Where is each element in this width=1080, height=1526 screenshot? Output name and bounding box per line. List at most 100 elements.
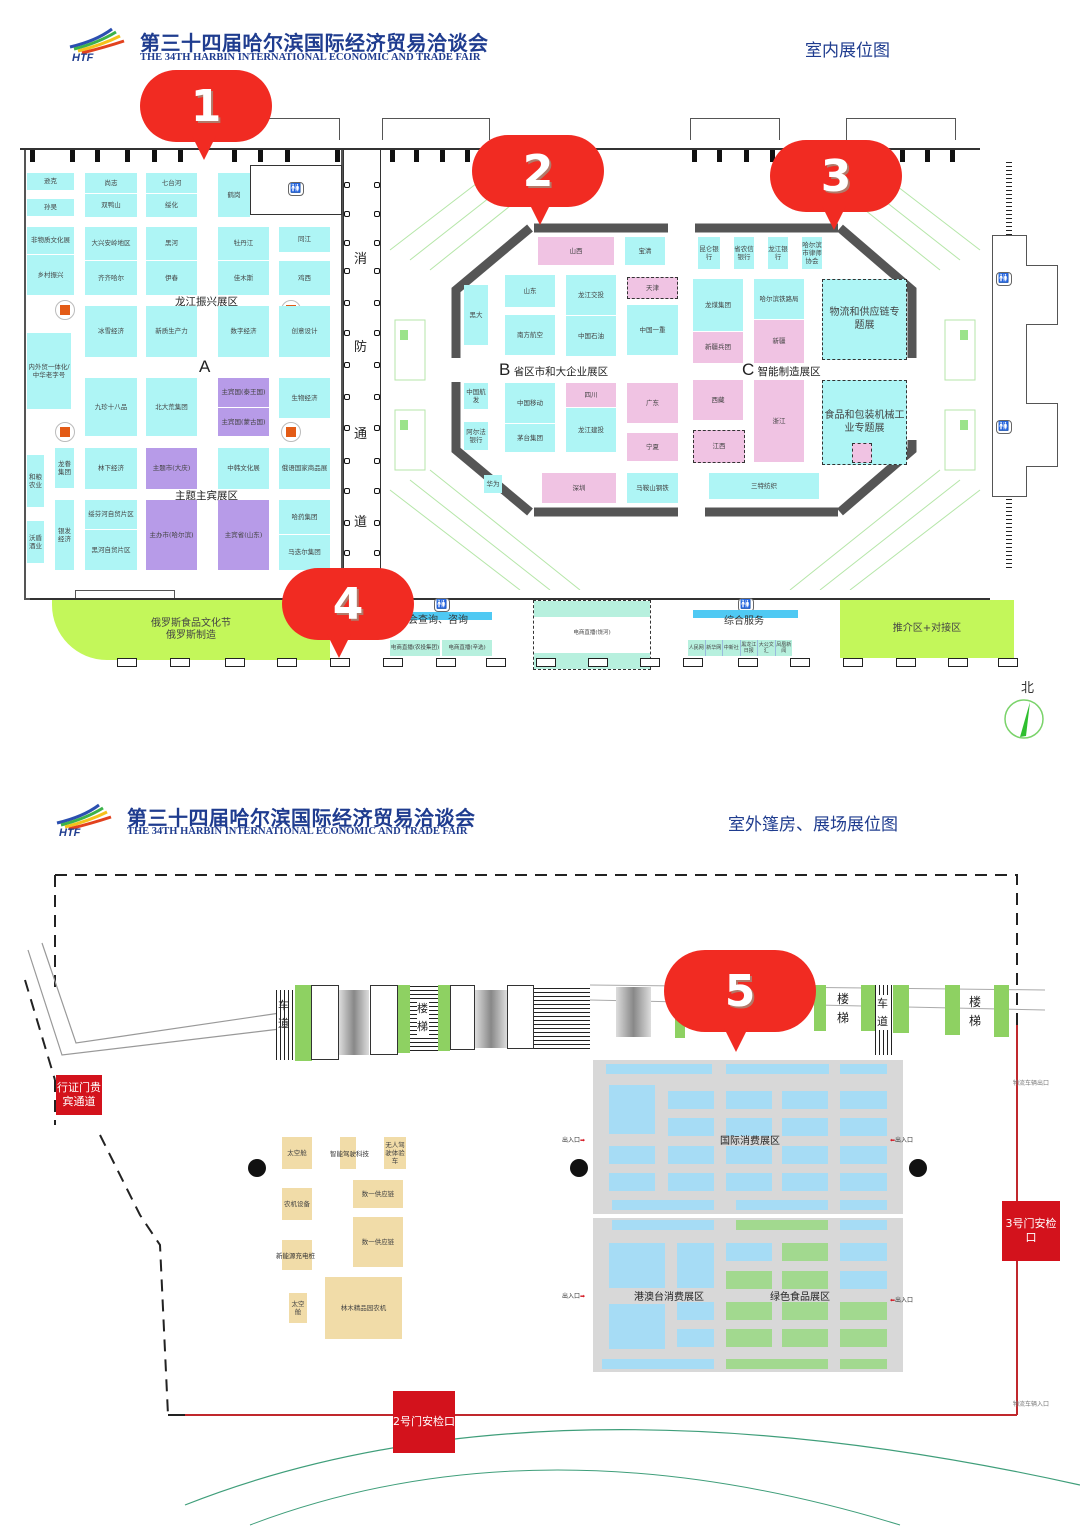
booth-intl[interactable]: [668, 1173, 714, 1191]
booth-yidong[interactable]: 中国移动: [505, 383, 555, 423]
entrance-door[interactable]: [998, 658, 1018, 667]
gate-2[interactable]: 2号门安检口: [393, 1391, 455, 1453]
booth-intl[interactable]: [782, 1118, 828, 1136]
booth-hkmt[interactable]: [609, 1243, 665, 1288]
booth-sichuan[interactable]: 四川: [566, 383, 616, 407]
booth-tielu[interactable]: 哈尔滨铁路局: [754, 279, 804, 319]
booth-neiwaimao[interactable]: 内外贸一体化/中华老字号: [27, 333, 71, 409]
entrance-door[interactable]: [843, 658, 863, 667]
entrance-door[interactable]: [117, 658, 137, 667]
booth-longjiang-jiaotou[interactable]: 龙江交投: [566, 275, 616, 315]
booth-xiangcun[interactable]: 乡村振兴: [27, 255, 74, 295]
booth-zhuban-haerbin[interactable]: 主办市(哈尔滨): [146, 500, 197, 570]
booth-sunwu[interactable]: 孙吴: [27, 199, 74, 216]
booth-green[interactable]: [840, 1359, 887, 1369]
booth-hkmt[interactable]: [677, 1243, 714, 1288]
booth-shandong[interactable]: 山东: [505, 275, 555, 307]
booth-green[interactable]: [726, 1329, 772, 1347]
booth-intl[interactable]: [609, 1146, 655, 1164]
entrance-door[interactable]: [330, 658, 350, 667]
booth-xunke[interactable]: 逊克: [27, 173, 74, 190]
booth-longjiang-jiantou[interactable]: 龙江建投: [566, 408, 616, 452]
booth-intl[interactable]: [612, 1200, 714, 1210]
booth-intl[interactable]: [782, 1091, 828, 1109]
booth-beidahuang[interactable]: 北大荒集团: [146, 378, 197, 436]
booth-maanshan[interactable]: 马鞍山钢铁: [627, 473, 678, 503]
booth-jixi[interactable]: 鸡西: [279, 261, 330, 295]
booth-hkmt[interactable]: [677, 1302, 714, 1320]
booth-nanfang[interactable]: 南方航空: [505, 315, 555, 355]
booth-intl[interactable]: [840, 1146, 887, 1164]
booth-intl[interactable]: [668, 1091, 714, 1109]
entrance-door[interactable]: [896, 658, 916, 667]
booth-yichun[interactable]: 伊春: [146, 261, 197, 295]
booth-bingxue[interactable]: 冰雪经济: [85, 306, 137, 357]
booth-yinfa[interactable]: 银发经济: [55, 500, 74, 570]
booth-shuzi[interactable]: 数字经济: [218, 306, 269, 357]
booth-intl[interactable]: [668, 1146, 714, 1164]
booth-suihua[interactable]: 绥化: [146, 194, 197, 217]
booth-media[interactable]: 人民网: [688, 640, 706, 656]
booth-heihe[interactable]: 黑河: [146, 227, 197, 260]
booth-heida[interactable]: 黑大: [464, 285, 488, 345]
booth-eyuguo[interactable]: 俄语国家商品展: [279, 448, 330, 489]
booth-shanxi[interactable]: 山西: [538, 237, 614, 265]
entrance-door[interactable]: [536, 658, 556, 667]
booth-hayao[interactable]: 哈药集团: [279, 500, 330, 534]
booth-green[interactable]: [736, 1220, 828, 1230]
booth-suifenhe[interactable]: 绥芬河自贸片区: [85, 500, 137, 529]
booth-intl[interactable]: [782, 1146, 828, 1164]
booth-media[interactable]: 中新社: [723, 640, 741, 656]
booth-green[interactable]: [726, 1359, 828, 1369]
booth-intl[interactable]: [726, 1118, 772, 1136]
booth-intl[interactable]: [736, 1200, 828, 1210]
booth-media[interactable]: 新华网: [705, 640, 723, 656]
zone-russia[interactable]: 俄罗斯食品文化节 俄罗斯制造: [52, 600, 330, 660]
booth-maotai[interactable]: 茅台集团: [505, 424, 555, 452]
entrance-door[interactable]: [640, 658, 660, 667]
booth-chuangyi[interactable]: 创意设计: [279, 306, 330, 357]
exhibit-tech[interactable]: [340, 1137, 356, 1169]
entrance-door[interactable]: [436, 658, 456, 667]
booth-jiamusi[interactable]: 佳木斯: [218, 261, 269, 295]
booth-zhubin-tai[interactable]: 主宾国(泰王国): [218, 378, 269, 407]
booth-heihe-zimao[interactable]: 黑河自贸片区: [85, 530, 137, 570]
exhibit-supply-2[interactable]: 数一供应链: [353, 1217, 403, 1267]
booth-intl[interactable]: [668, 1118, 714, 1136]
booth-hegang[interactable]: 鹤岗: [218, 173, 250, 217]
booth-zhubin-shandong[interactable]: 主宾省(山东): [218, 500, 269, 570]
booth-live-nongtou[interactable]: 电商直播(农投集团): [390, 640, 440, 656]
exhibit-newenergy[interactable]: [282, 1240, 312, 1270]
entrance-left-top[interactable]: 出入口➡: [562, 1135, 585, 1144]
booth-madie[interactable]: 马迭尔集团: [279, 535, 330, 570]
entrance-right-bottom[interactable]: ⬅出入口: [890, 1295, 913, 1304]
booth-tongjiang[interactable]: 同江: [279, 227, 330, 252]
entrance-door[interactable]: [486, 658, 506, 667]
booth-media[interactable]: 黑龙江日报: [740, 640, 758, 656]
entrance-right-top[interactable]: ⬅出入口: [890, 1135, 913, 1144]
booth-intl[interactable]: [840, 1173, 887, 1191]
entrance-door[interactable]: [738, 658, 758, 667]
booth-intl[interactable]: [609, 1173, 655, 1191]
booth-green[interactable]: [782, 1329, 828, 1347]
booth-xinjiang-bingtuan[interactable]: 新疆兵团: [693, 332, 743, 363]
booth-longmei[interactable]: 龙煤集团: [693, 279, 743, 331]
booth-zhongguo-yizhong[interactable]: 中国一重: [627, 305, 678, 355]
booth-intl[interactable]: [606, 1064, 712, 1074]
booth-hangfa[interactable]: 中国航发: [464, 383, 488, 409]
booth-zhuti-daqing[interactable]: 主题市(大庆): [146, 448, 197, 489]
booth-intl[interactable]: [782, 1173, 828, 1191]
booth-jiangxi[interactable]: 江西: [693, 430, 745, 463]
booth-baoqing[interactable]: 宝清: [625, 237, 665, 265]
exhibit-farm[interactable]: 农机设备: [282, 1188, 312, 1220]
booth-green-area[interactable]: [726, 1243, 772, 1261]
booth-zhejiang[interactable]: 浙江: [754, 380, 804, 462]
booth-sante[interactable]: 三特纺织: [709, 473, 819, 499]
exhibit-forest[interactable]: 林木精品园农机: [325, 1277, 402, 1339]
gate-3[interactable]: 3号门安检口: [1002, 1201, 1060, 1261]
booth-guangdong[interactable]: 广东: [627, 383, 678, 423]
booth-shuangyashan[interactable]: 双鸭山: [85, 194, 137, 217]
booth-hkmt[interactable]: [602, 1359, 714, 1369]
zone-promo[interactable]: 推介区+对接区: [840, 600, 1014, 658]
entrance-door[interactable]: [225, 658, 245, 667]
